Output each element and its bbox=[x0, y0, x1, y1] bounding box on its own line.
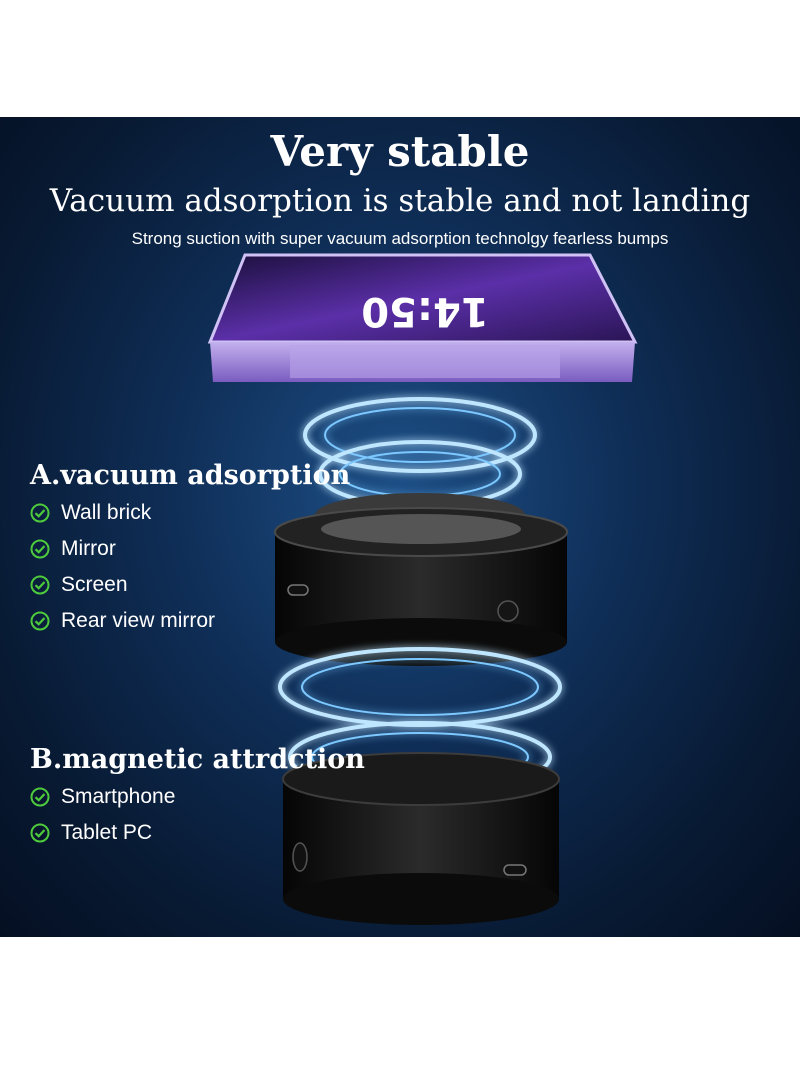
section-a-title: A.vacuum adsorption bbox=[30, 460, 351, 491]
phone-clock: 14:50 bbox=[361, 288, 488, 334]
list-item-label: Smartphone bbox=[61, 785, 176, 808]
list-item: Tablet PC bbox=[30, 815, 175, 851]
check-circle-icon bbox=[30, 539, 50, 559]
list-item: Screen bbox=[30, 567, 215, 603]
section-b-list: Smartphone Tablet PC bbox=[30, 779, 175, 851]
magnetic-device bbox=[282, 752, 560, 925]
tagline: Strong suction with super vacuum adsorpt… bbox=[131, 229, 669, 248]
section-a-list: Wall brick Mirror Screen Rear view mirro… bbox=[30, 495, 215, 639]
list-item-label: Mirror bbox=[61, 537, 116, 560]
page-subtitle: Vacuum adsorption is stable and not land… bbox=[49, 183, 751, 219]
list-item: Mirror bbox=[30, 531, 215, 567]
check-circle-icon bbox=[30, 503, 50, 523]
page-title: Very stable bbox=[270, 127, 530, 176]
product-banner: 14:50 bbox=[0, 117, 800, 937]
section-b-title: B.magnetic attrdction bbox=[30, 744, 365, 775]
check-circle-icon bbox=[30, 611, 50, 631]
list-item: Wall brick bbox=[30, 495, 215, 531]
vacuum-device bbox=[274, 493, 568, 666]
check-circle-icon bbox=[30, 575, 50, 595]
list-item-label: Wall brick bbox=[61, 501, 152, 524]
check-circle-icon bbox=[30, 823, 50, 843]
check-circle-icon bbox=[30, 787, 50, 807]
product-illustration: 14:50 bbox=[207, 253, 638, 925]
suction-rings-upper bbox=[303, 397, 537, 508]
list-item-label: Rear view mirror bbox=[61, 609, 216, 632]
list-item-label: Tablet PC bbox=[61, 821, 153, 844]
list-item: Rear view mirror bbox=[30, 603, 215, 639]
phone-image: 14:50 bbox=[207, 253, 638, 382]
list-item-label: Screen bbox=[61, 573, 128, 596]
list-item: Smartphone bbox=[30, 779, 175, 815]
